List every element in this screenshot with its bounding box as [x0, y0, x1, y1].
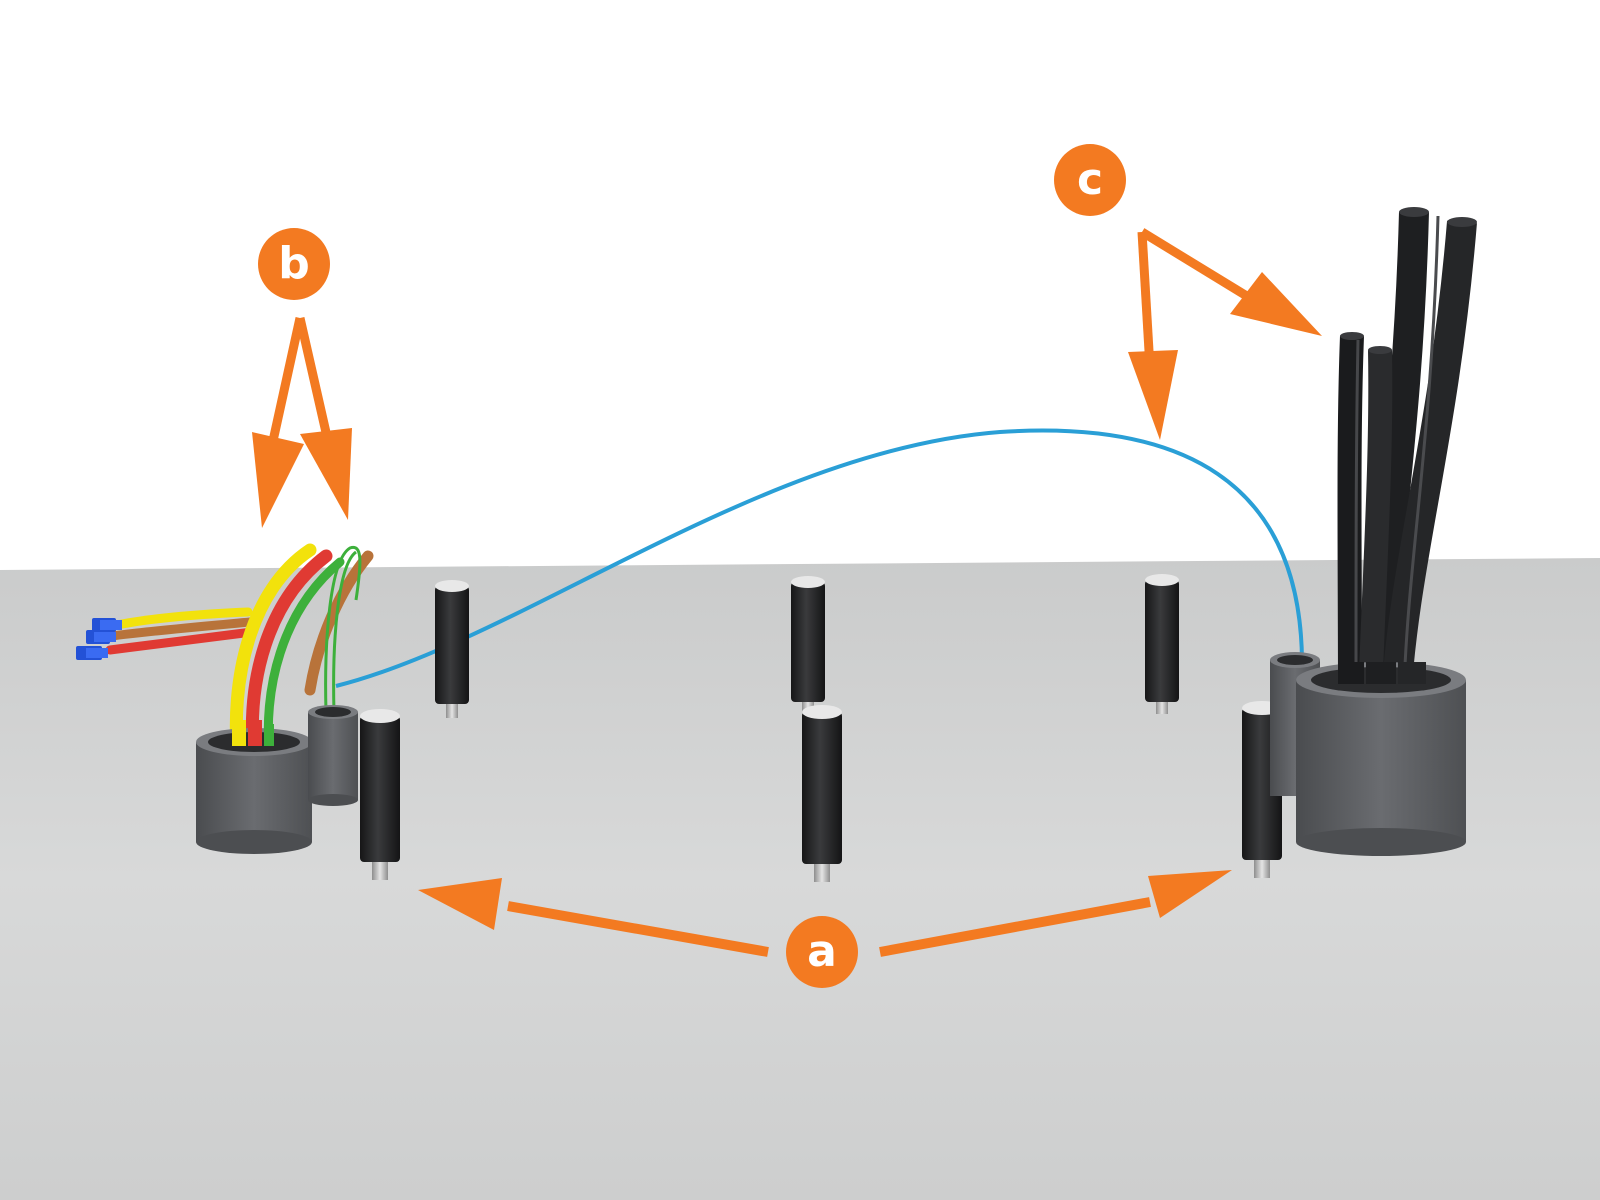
- callout-arrows: [252, 228, 1322, 957]
- anchor-post-front-left: [360, 709, 400, 880]
- anchor-post-back-center: [791, 576, 825, 716]
- callout-marker-c: c: [1054, 144, 1126, 216]
- callout-marker-a: a: [786, 916, 858, 988]
- anchor-post-front-center: [802, 705, 842, 882]
- arrow-a-left-head: [418, 878, 502, 930]
- concrete-floor: [0, 558, 1600, 1200]
- arrow-a-right-head: [1148, 870, 1232, 918]
- wire-red-horizontal: [105, 627, 257, 655]
- conduit-short-2: [1358, 349, 1393, 701]
- callout-letter-b: b: [278, 238, 310, 289]
- arrow-b-right-head: [300, 428, 352, 520]
- arrow-c-right-head: [1230, 272, 1322, 336]
- conduit-tall-2: [1381, 220, 1477, 701]
- right-large-conduit-sleeve: [1296, 662, 1466, 856]
- arrow-c-down-head: [1128, 350, 1178, 440]
- conduit-short-1: [1337, 335, 1364, 701]
- callout-letter-a: a: [807, 926, 837, 977]
- left-large-conduit-sleeve: [196, 720, 312, 854]
- callout-marker-b: b: [258, 228, 330, 300]
- wire-green-loop: [324, 545, 362, 713]
- callout-letter-c: c: [1077, 154, 1103, 205]
- black-conduit-bundle: [1337, 207, 1477, 701]
- blue-connectors: [76, 618, 122, 660]
- wire-brown-horizontal: [107, 617, 255, 641]
- anchor-post-back-right: [1145, 574, 1179, 714]
- left-small-conduit-sleeve: [308, 705, 358, 806]
- blue-cable: [335, 428, 1304, 688]
- arrow-b-left-head: [252, 432, 304, 528]
- anchor-post-back-left: [435, 580, 469, 718]
